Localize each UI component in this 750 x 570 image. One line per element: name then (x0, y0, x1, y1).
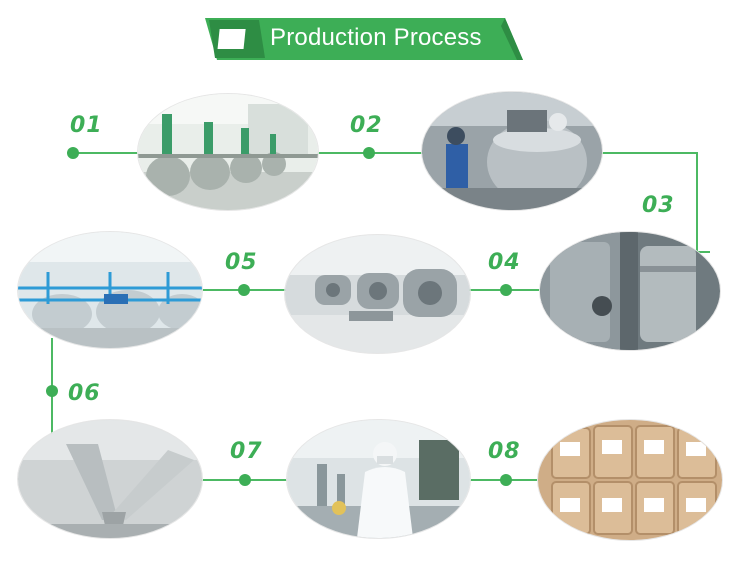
step-number-08: 08 (488, 439, 521, 464)
step-dot-08 (500, 474, 512, 486)
step-number-05: 05 (225, 250, 258, 275)
page-title: Production Process (270, 24, 482, 51)
connector-line-03 (600, 152, 710, 253)
worker-at-reactor-photo (422, 92, 602, 210)
lab-technician-photo (287, 420, 470, 538)
step-dot-04 (500, 284, 512, 296)
banner-square-icon (217, 29, 246, 49)
step-number-02: 02 (350, 113, 383, 138)
step-number-01: 01 (70, 113, 103, 138)
step-dot-05 (238, 284, 250, 296)
plant-platform-photo (18, 232, 202, 348)
title-banner (205, 18, 523, 60)
step-dot-01 (67, 147, 79, 159)
step-number-07: 07 (230, 439, 263, 464)
drying-equipment-photo (285, 235, 470, 353)
steel-vessel-photo (540, 232, 720, 350)
step-number-06: 06 (68, 381, 101, 406)
step-dot-07 (239, 474, 251, 486)
step-number-04: 04 (488, 250, 521, 275)
step-number-03: 03 (642, 193, 675, 218)
step-dot-06 (46, 385, 58, 397)
packed-drums-photo (538, 420, 722, 540)
v-blender-photo (18, 420, 202, 538)
reactor-tanks-photo (138, 94, 318, 210)
step-dot-02 (363, 147, 375, 159)
